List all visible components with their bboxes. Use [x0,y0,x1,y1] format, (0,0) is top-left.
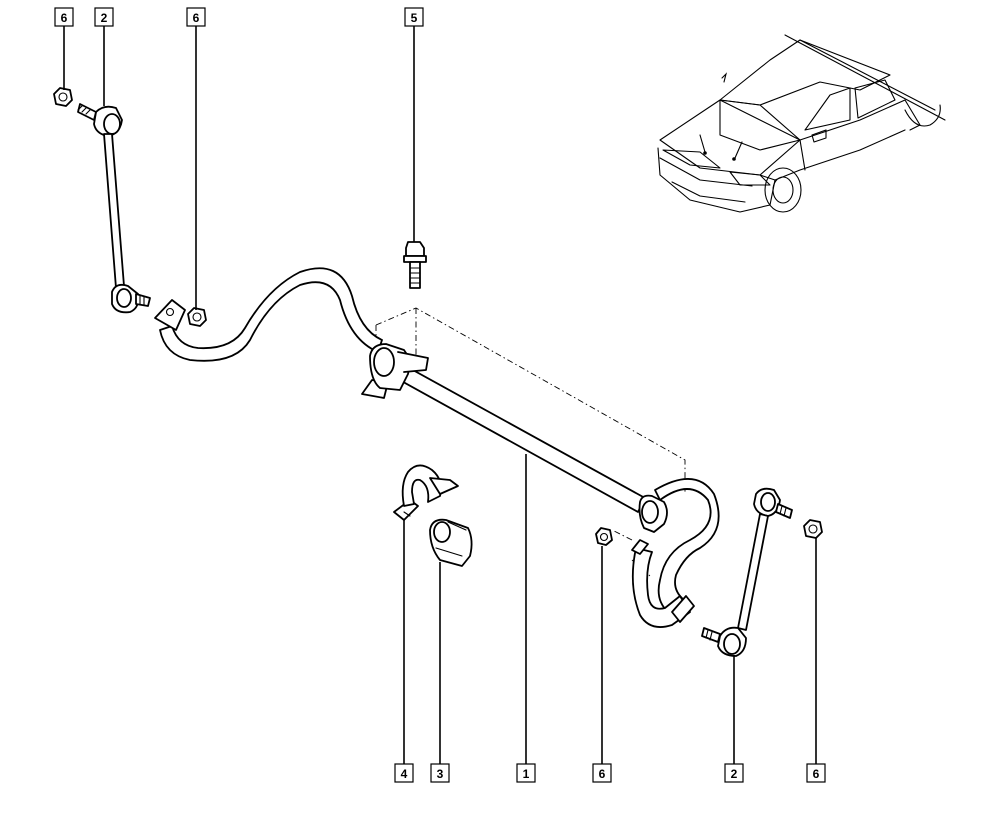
svg-text:6: 6 [599,767,606,781]
svg-text:3: 3 [437,767,444,781]
anti-roll-bar [154,267,720,628]
callout-6-top-left: 6 [54,7,74,27]
nut-top-left [53,87,73,107]
callout-6-bottom-right: 6 [806,763,826,783]
mounted-bushing-right [631,494,668,555]
svg-text:5: 5 [411,11,418,25]
clamp-bracket [393,464,459,521]
callout-2-bottom-right: 2 [724,763,744,783]
svg-text:4: 4 [401,767,408,781]
nut-left-bar-end [187,307,207,327]
leader-lines [63,26,817,764]
svg-text:6: 6 [813,767,820,781]
stabiliser-link-right [701,487,793,657]
mounted-bushing-left [361,343,429,399]
stabiliser-link-left [77,103,151,314]
callout-5-top: 5 [404,7,424,27]
svg-text:2: 2 [731,767,738,781]
svg-text:1: 1 [523,767,530,781]
nut-right-link-top [803,519,823,539]
callout-3-bottom: 3 [430,763,450,783]
callout-6-bottom-mid: 6 [592,763,612,783]
svg-text:6: 6 [193,11,200,25]
nut-right-bar-end [595,527,613,546]
callout-6-top-mid: 6 [186,7,206,27]
svg-text:6: 6 [61,11,68,25]
callout-1-bottom: 1 [516,763,536,783]
rubber-bushing [429,518,473,567]
car-locator-illustration [657,34,946,213]
callout-4-bottom: 4 [394,763,414,783]
mounting-bolt [403,241,427,289]
svg-text:2: 2 [101,11,108,25]
callout-2-top-left: 2 [94,7,114,27]
